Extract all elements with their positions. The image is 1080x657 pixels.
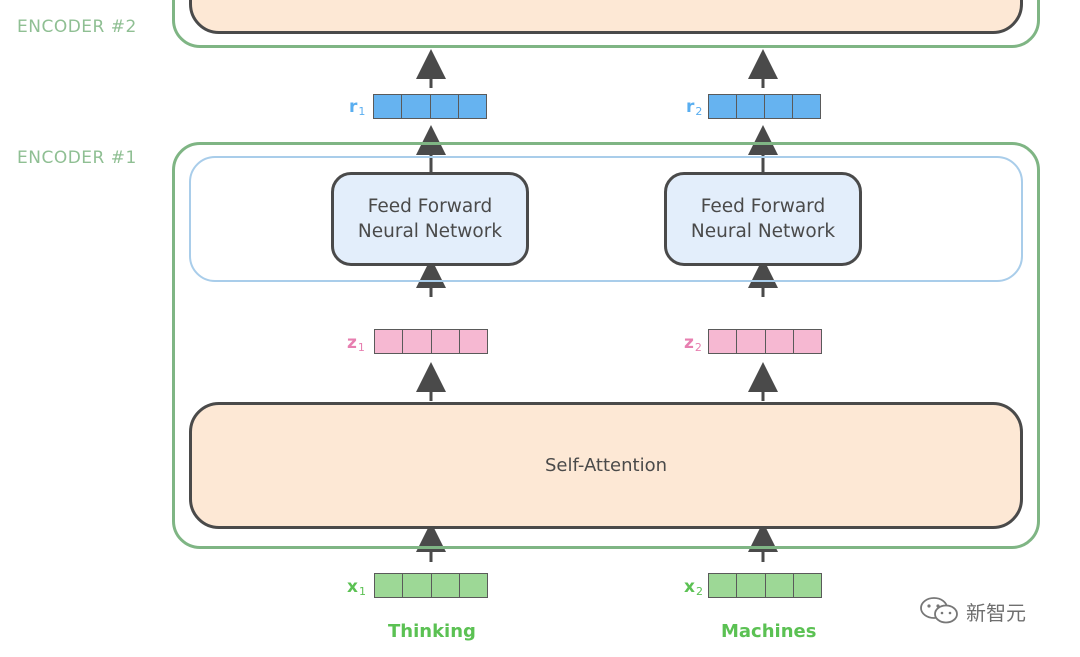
- r1-label: r1: [349, 97, 366, 118]
- self-attention-box: Self-Attention: [189, 402, 1023, 529]
- z1-vector: [374, 329, 488, 354]
- z2-label: z2: [684, 333, 702, 354]
- z2-vector: [708, 329, 822, 354]
- encoder-2-label: ENCODER #2: [17, 17, 137, 37]
- input-word-thinking: Thinking: [388, 621, 476, 642]
- encoder-2-box: [172, 0, 1040, 48]
- r2-vector: [708, 94, 821, 119]
- x1-vector: [374, 573, 488, 598]
- x2-label: x2: [684, 577, 703, 598]
- r1-vector: [373, 94, 487, 119]
- encoder-1-box: [172, 142, 1040, 549]
- feed-forward-box-1: Feed Forward Neural Network: [331, 172, 529, 266]
- input-word-machines: Machines: [721, 621, 817, 642]
- z1-label: z1: [347, 333, 365, 354]
- encoder-1-label: ENCODER #1: [17, 148, 137, 168]
- x1-label: x1: [347, 577, 366, 598]
- feed-forward-layer: [189, 156, 1023, 282]
- watermark-text: 新智元: [966, 601, 1026, 625]
- wechat-icon: [920, 597, 958, 624]
- r2-label: r2: [686, 97, 703, 118]
- x2-vector: [708, 573, 822, 598]
- feed-forward-box-2: Feed Forward Neural Network: [664, 172, 862, 266]
- encoder-2-inner-box: [189, 0, 1023, 34]
